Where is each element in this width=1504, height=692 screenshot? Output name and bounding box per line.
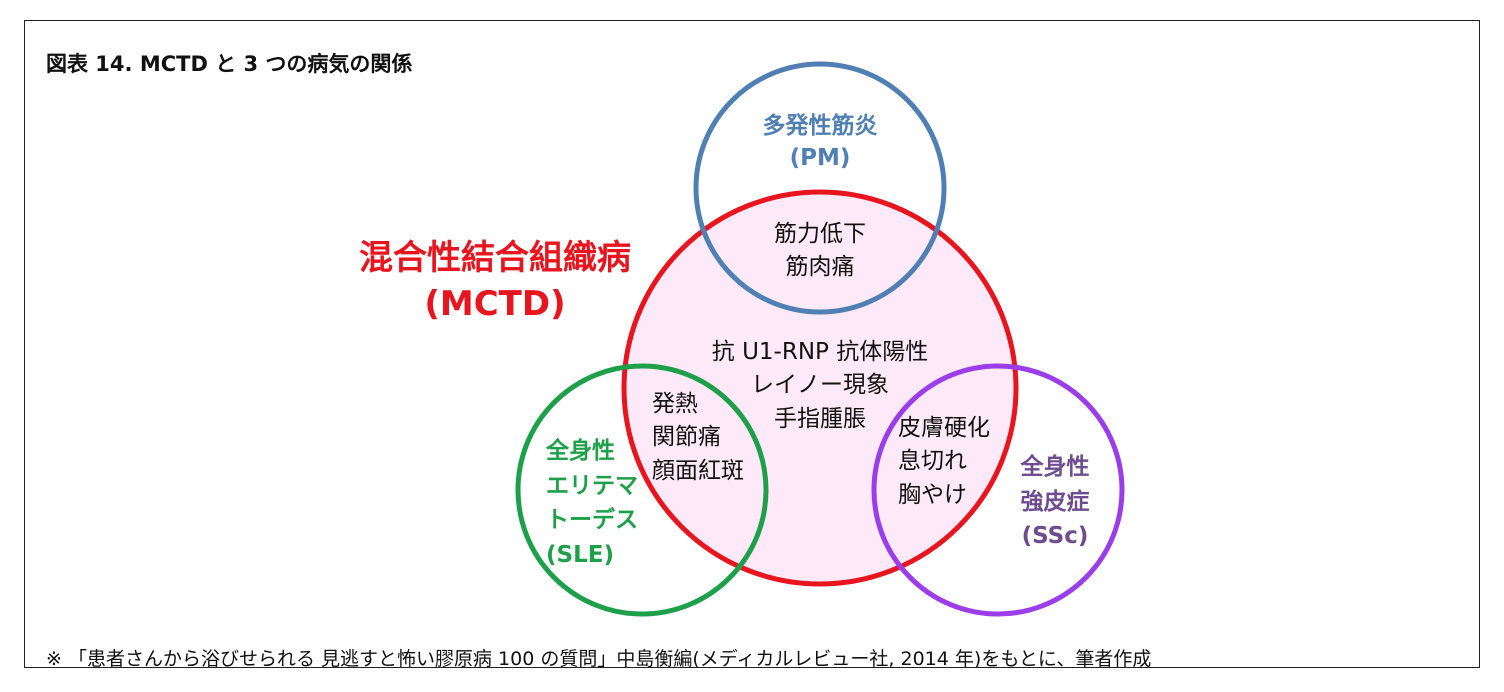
sle-line-1: 全身性 [546,438,615,464]
figure-title: 図表 14. MCTD と 3 つの病気の関係 [46,52,413,76]
source-footnote: ※ 「患者さんから浴びせられる 見逃すと怖い膠原病 100 の質問」中島衡編(メ… [46,648,1152,670]
symptom-heartburn: 胸やけ [898,481,967,508]
ssc-circle [871,363,1125,617]
symptom-muscle-weakness: 筋力低下 [774,221,866,247]
mctd-label: 混合性結合組織病 (MCTD) [340,236,650,328]
pm-circle [693,61,947,315]
sle-label: 全身性 エリテマ トーデス (SLE) [546,434,656,572]
mctd-core-symptoms: 抗 U1-RNP 抗体陽性 レイノー現象 手指腫脹 [680,336,960,436]
symptom-joint-pain: 関節痛 [652,424,721,451]
symptom-finger-swelling: 手指腫脹 [774,405,866,432]
symptom-anti-u1-rnp: 抗 U1-RNP 抗体陽性 [711,339,929,365]
symptom-fever: 発熱 [652,391,698,417]
ssc-line-1: 全身性 [1020,454,1090,480]
symptom-shortness-of-breath: 息切れ [898,448,967,475]
ssc-line-3: (SSc) [1021,523,1089,549]
sle-line-2: エリテマ [546,472,638,499]
pm-label: 多発性筋炎 (PM) [720,110,920,174]
sle-circle [515,363,769,617]
mctd-circle [621,189,1019,587]
pm-name: 多発性筋炎 [762,113,878,139]
symptom-muscle-pain: 筋肉痛 [785,254,855,281]
symptom-skin-hardening: 皮膚硬化 [898,415,990,441]
ssc-label: 全身性 強皮症 (SSc) [1000,450,1110,554]
mctd-name: 混合性結合組織病 [359,238,631,278]
ssc-overlap-symptoms: 皮膚硬化 息切れ 胸やけ [898,412,1018,512]
symptom-raynaud: レイノー現象 [751,372,889,399]
mctd-abbr: (MCTD) [424,283,566,324]
sle-line-4: (SLE) [546,541,614,568]
figure-frame [24,20,1480,668]
sle-line-3: トーデス [546,507,638,533]
sle-overlap-symptoms: 発熱 関節痛 顔面紅斑 [652,388,772,488]
pm-overlap-symptoms: 筋力低下 筋肉痛 [740,218,900,285]
symptom-facial-erythema: 顔面紅斑 [652,457,744,484]
ssc-line-2: 強皮症 [1020,488,1090,515]
pm-abbr: (PM) [789,145,851,172]
